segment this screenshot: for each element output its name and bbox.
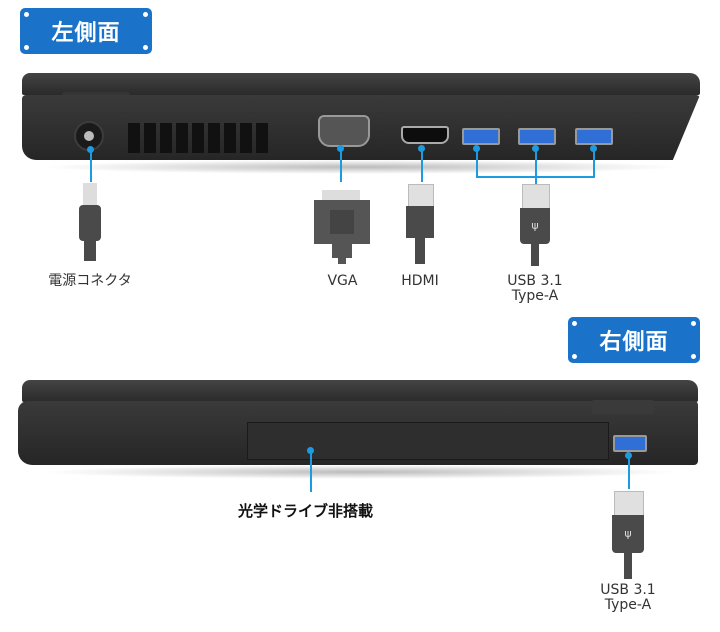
laptop-shadow: [40, 160, 680, 174]
vga-port: [318, 115, 370, 147]
usb-port-right: [613, 435, 647, 452]
power-connector-label: 電源コネクタ: [48, 273, 132, 289]
laptop-lid: [22, 380, 698, 402]
usb-label-right-line1: USB 3.1: [600, 582, 656, 598]
laptop-lid: [22, 73, 700, 95]
vga-label: VGA: [327, 273, 358, 289]
usb-port-1: [462, 128, 500, 145]
optical-drive-label: 光学ドライブ非搭載: [238, 502, 374, 520]
optical-drive-bay: [247, 422, 609, 460]
air-vent: [128, 123, 268, 153]
left-side-badge: 左側面: [20, 8, 152, 54]
hinge-cover: [592, 400, 654, 414]
laptop-shadow: [40, 465, 680, 479]
usb-port-2: [518, 128, 556, 145]
usb-port-3: [575, 128, 613, 145]
hdmi-port: [401, 126, 449, 144]
usb-label-right-line2: Type-A: [604, 597, 652, 613]
usb-label-left-line1: USB 3.1: [507, 273, 563, 289]
usb-label-left-line2: Type-A: [511, 288, 559, 304]
hdmi-label: HDMI: [401, 273, 439, 289]
right-side-badge: 右側面: [568, 317, 700, 363]
right-side-badge-label: 右側面: [599, 330, 669, 355]
left-side-badge-label: 左側面: [51, 21, 121, 46]
